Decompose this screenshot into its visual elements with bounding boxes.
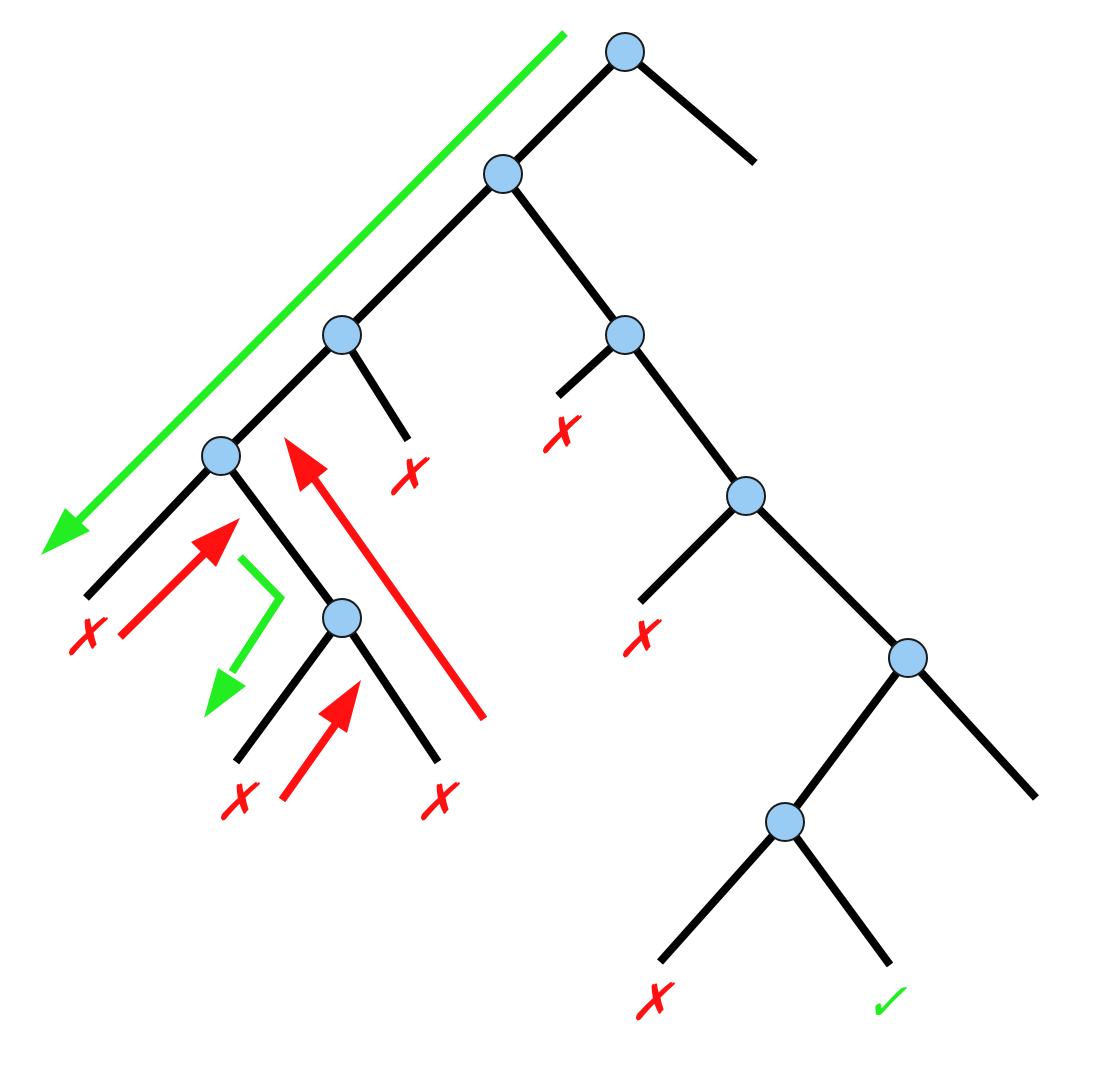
fail-mark-stub-b: ✗ [384, 448, 430, 508]
fail-mark-leaf-3: ✗ [414, 773, 460, 833]
fail-mark-leaf-5: ✗ [629, 973, 675, 1033]
descend-arrow-bent-shaft [228, 554, 286, 675]
edge-h-leaf-5 [657, 819, 788, 965]
node-b [322, 315, 362, 355]
edge-root-a [500, 49, 628, 177]
success-mark-leaf-6: ✓ [864, 973, 908, 1033]
backtrack-arrow-shaft-2 [278, 715, 344, 803]
descend-arrow-shaft [69, 30, 568, 530]
backtrack-arrow-shaft-3 [304, 467, 488, 722]
edge-e-leaf-3 [338, 615, 442, 765]
node-f [726, 476, 766, 516]
edge-b-c [218, 332, 345, 459]
tree-nodes [201, 32, 928, 842]
fail-mark-leaf-2: ✗ [214, 773, 260, 833]
fail-mark-stub-d: ✗ [536, 406, 582, 466]
backtrack-arrow-head-1 [191, 518, 240, 567]
node-d [605, 315, 645, 355]
edge-d-f [621, 332, 750, 499]
edge-a-d [499, 171, 629, 338]
edge-c-e [217, 453, 346, 621]
node-h [765, 802, 805, 842]
backtrack-arrow-shaft-1 [117, 543, 215, 640]
fail-mark-leaf-1: ✗ [62, 608, 108, 668]
descend-arrow-bent-head [204, 668, 246, 718]
backtrack-arrow-head-3 [284, 437, 328, 492]
edge-f-leaf-4 [637, 493, 749, 605]
edge-f-g [743, 493, 911, 661]
leaf-outcome-marks: ✗ ✗ ✗ ✗ ✗ ✗ ✗ ✓ [62, 406, 908, 1033]
edge-h-leaf-6 [781, 819, 894, 968]
node-a [483, 154, 523, 194]
edge-g-h [781, 655, 912, 825]
node-root [605, 32, 645, 72]
traversal-arrows [41, 30, 568, 803]
descend-arrow-head [41, 508, 90, 555]
edge-root-stub-right [622, 48, 758, 167]
edge-e-leaf-2 [232, 615, 346, 765]
edge-g-stub [905, 655, 1039, 801]
backtrack-arrow-head-2 [318, 680, 361, 733]
edge-c-leaf-1 [83, 453, 224, 601]
edge-a-b [339, 171, 506, 338]
fail-mark-leaf-4: ✗ [616, 610, 662, 670]
node-e [322, 598, 362, 638]
edge-b-stub [338, 332, 412, 443]
node-c [201, 436, 241, 476]
node-g [888, 638, 928, 678]
